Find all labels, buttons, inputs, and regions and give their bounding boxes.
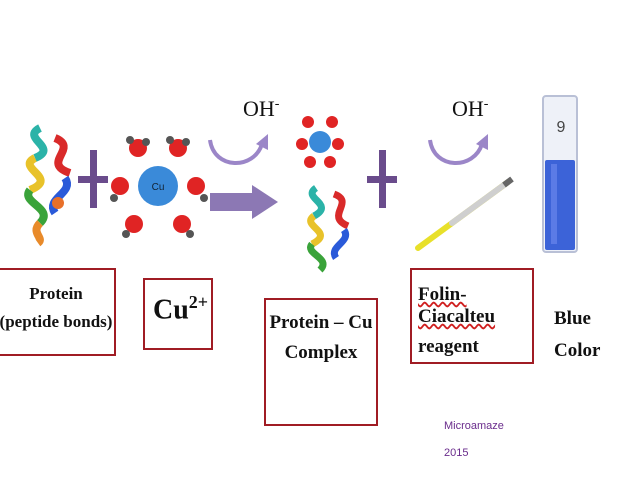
- plus-icon-2: [367, 150, 397, 208]
- complex-label-box: Protein – Cu Complex: [264, 298, 378, 426]
- pipette-icon: [415, 176, 514, 251]
- oh-text-1: OH: [243, 96, 275, 121]
- oh-condition-1: OH-: [243, 96, 279, 122]
- oh-sign-1: -: [274, 96, 280, 112]
- cu-label-text: Cu: [153, 294, 189, 326]
- credit-year: 2015: [444, 447, 469, 459]
- small-cu-complex-icon: [296, 116, 344, 168]
- protein-label-line2: (peptide bonds): [0, 312, 113, 331]
- ion-label: Cu: [152, 182, 165, 193]
- protein-label-box: Protein (peptide bonds): [0, 268, 116, 356]
- oh-sign-2: -: [483, 96, 489, 112]
- cu-label-box: Cu2+: [143, 278, 213, 350]
- blue-label-line1: Blue: [554, 308, 591, 329]
- oh-condition-2: OH-: [452, 96, 488, 122]
- folin-label-box: Folin-Ciacalteu reagent: [410, 268, 534, 364]
- cu-ion-complex-icon: Cu: [110, 136, 208, 238]
- blue-color-label: Blue Color: [554, 308, 600, 362]
- folin-label-line2: reagent: [418, 336, 479, 357]
- folin-label-line1: Folin-Ciacalteu: [418, 284, 496, 327]
- complex-label-line1: Protein – Cu: [269, 312, 373, 333]
- oh-text-2: OH: [452, 96, 484, 121]
- complex-label-line2: Complex: [284, 342, 358, 363]
- curved-arrow-icon: [208, 134, 268, 165]
- protein-structure-icon: [24, 124, 72, 247]
- plus-icon: [78, 150, 108, 208]
- cu-label-superscript: 2+: [188, 292, 209, 312]
- protein-complex-structure-icon: [307, 185, 350, 273]
- test-tube-icon: 9: [542, 95, 578, 253]
- tube-label: 9: [557, 119, 566, 136]
- curved-arrow-icon-2: [428, 134, 488, 165]
- reaction-arrow-icon: [210, 185, 278, 219]
- blue-label-line2: Color: [554, 340, 601, 361]
- protein-label-line1: Protein: [29, 284, 83, 303]
- credit-name: Microamaze: [444, 420, 504, 432]
